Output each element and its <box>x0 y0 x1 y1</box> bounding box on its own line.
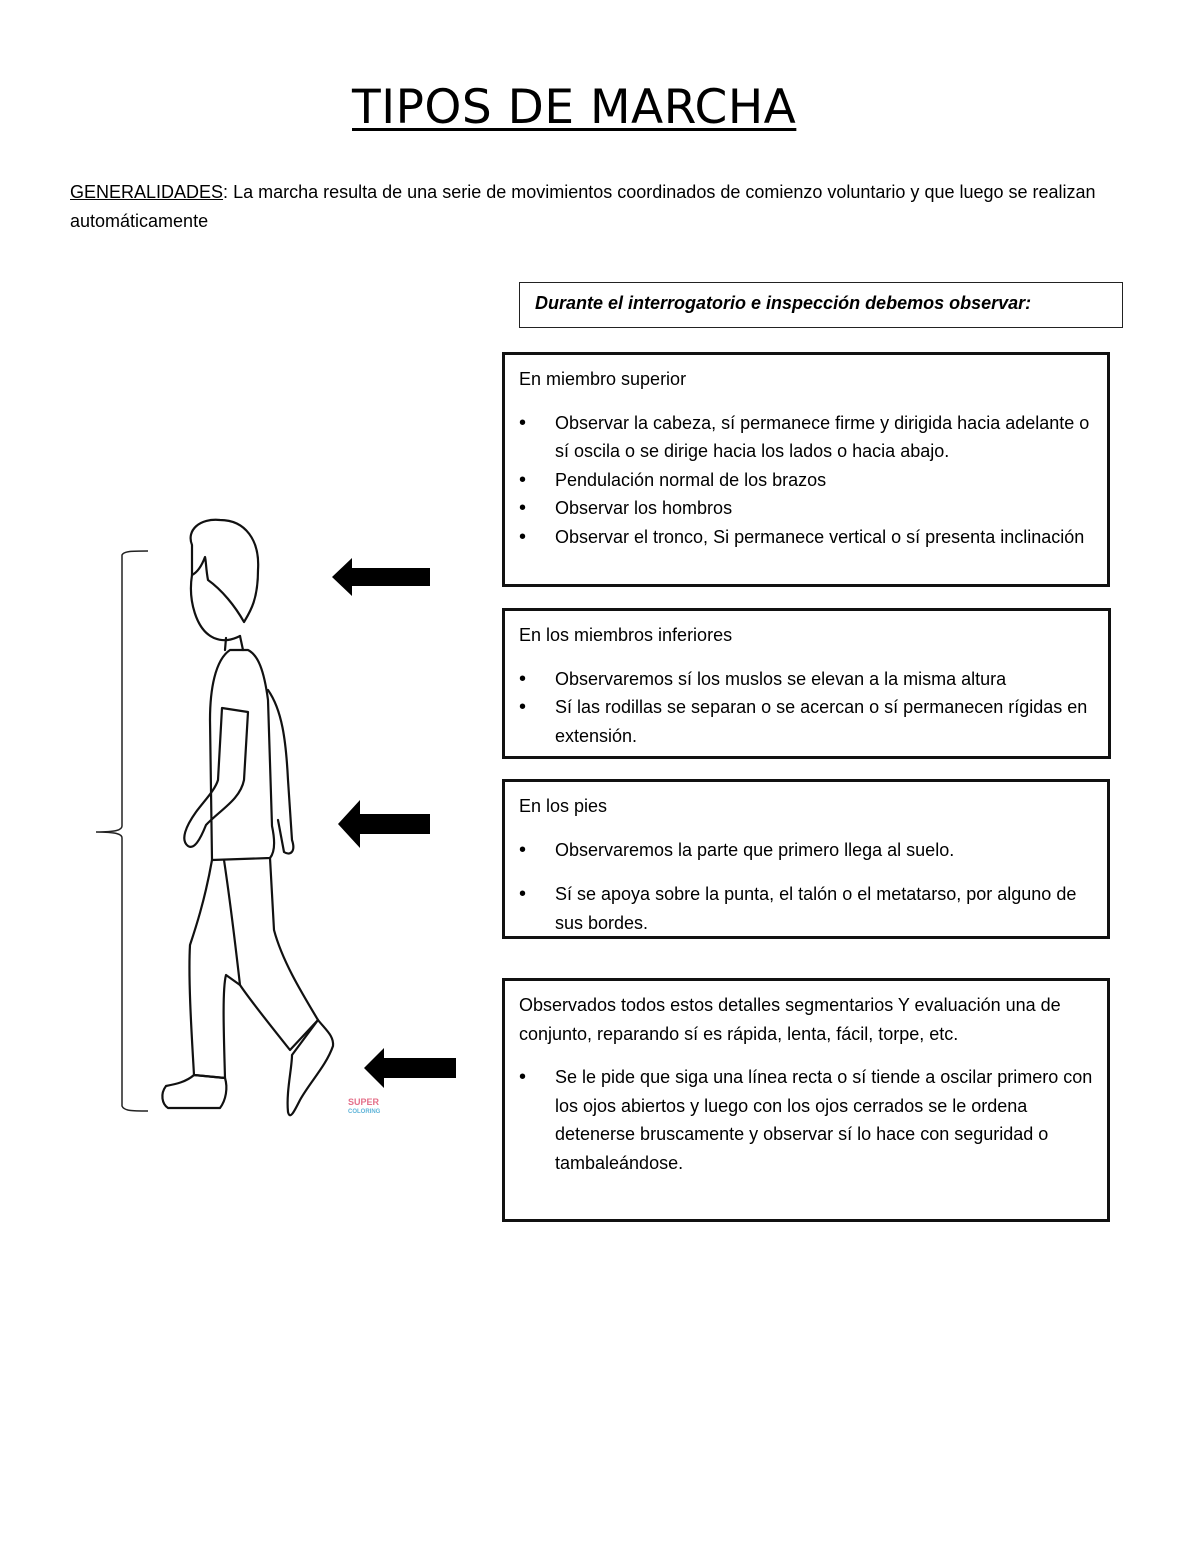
section-heading: Observados todos estos detalles segmenta… <box>519 995 1061 1044</box>
section-heading: En los miembros inferiores <box>519 625 733 645</box>
observation-header-box: Durante el interrogatorio e inspección d… <box>519 282 1123 328</box>
bracket-icon <box>95 550 149 1112</box>
bullet-list: Se le pide que siga una línea recta o sí… <box>519 1063 1093 1177</box>
intro-paragraph: GENERALIDADES: La marcha resulta de una … <box>70 178 1110 236</box>
list-item: Sí se apoya sobre la punta, el talón o e… <box>519 880 1093 937</box>
intro-separator: : <box>223 182 229 202</box>
watermark-line: SUPER <box>348 1097 380 1107</box>
walking-person-figure <box>95 518 335 1117</box>
section-heading: En miembro superior <box>519 369 687 389</box>
intro-text: La marcha resulta de una serie de movimi… <box>70 182 1096 231</box>
arrow-left-icon <box>338 800 430 848</box>
arrow-left-icon <box>332 558 430 596</box>
section-lower-limbs: En los miembros inferiores Observaremos … <box>502 608 1111 759</box>
list-item: Observaremos sí los muslos se elevan a l… <box>519 665 1094 694</box>
bullet-list: Observaremos sí los muslos se elevan a l… <box>519 665 1094 751</box>
watermark-logo: SUPER COLORING <box>348 1097 380 1117</box>
intro-label: GENERALIDADES <box>70 182 224 202</box>
page-title: TIPOS DE MARCHA <box>352 80 797 135</box>
watermark-line: COLORING <box>348 1109 381 1115</box>
list-item: Se le pide que siga una línea recta o sí… <box>519 1063 1093 1177</box>
list-item: Observar los hombros <box>519 494 1093 523</box>
list-item: Observar la cabeza, sí permanece firme y… <box>519 409 1093 466</box>
section-heading: En los pies <box>519 796 608 816</box>
list-item: Sí las rodillas se separan o se acercan … <box>519 693 1094 750</box>
section-upper-limb: En miembro superior Observar la cabeza, … <box>502 352 1110 587</box>
section-overall-evaluation: Observados todos estos detalles segmenta… <box>502 978 1110 1222</box>
observation-header: Durante el interrogatorio e inspección d… <box>535 293 1032 313</box>
list-item: Observar el tronco, Si permanece vertica… <box>519 523 1093 552</box>
bullet-list: Observaremos la parte que primero llega … <box>519 836 1093 938</box>
bullet-list: Observar la cabeza, sí permanece firme y… <box>519 409 1093 552</box>
section-feet: En los pies Observaremos la parte que pr… <box>502 779 1110 939</box>
list-item: Pendulación normal de los brazos <box>519 466 1093 495</box>
list-item: Observaremos la parte que primero llega … <box>519 836 1093 865</box>
arrow-left-icon <box>364 1048 456 1088</box>
